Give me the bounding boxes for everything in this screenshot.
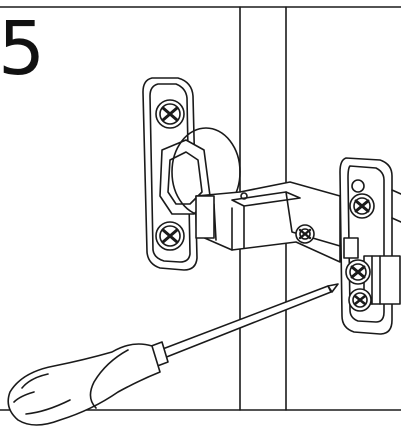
door-plate-bottom-screw bbox=[155, 221, 185, 251]
mounting-plate-adjustment-screw bbox=[345, 259, 371, 285]
mounting-plate-top-screw bbox=[349, 179, 375, 219]
step-number: 5 bbox=[0, 6, 46, 92]
hinge-arm bbox=[195, 181, 341, 263]
hinge-mounting-plate bbox=[339, 157, 401, 335]
door-plate-top-screw bbox=[155, 99, 185, 129]
screwdriver-shaft bbox=[159, 285, 332, 359]
screwdriver bbox=[7, 283, 339, 426]
screwdriver-handle bbox=[7, 343, 161, 426]
mounting-plate-bottom-screw bbox=[348, 288, 372, 312]
